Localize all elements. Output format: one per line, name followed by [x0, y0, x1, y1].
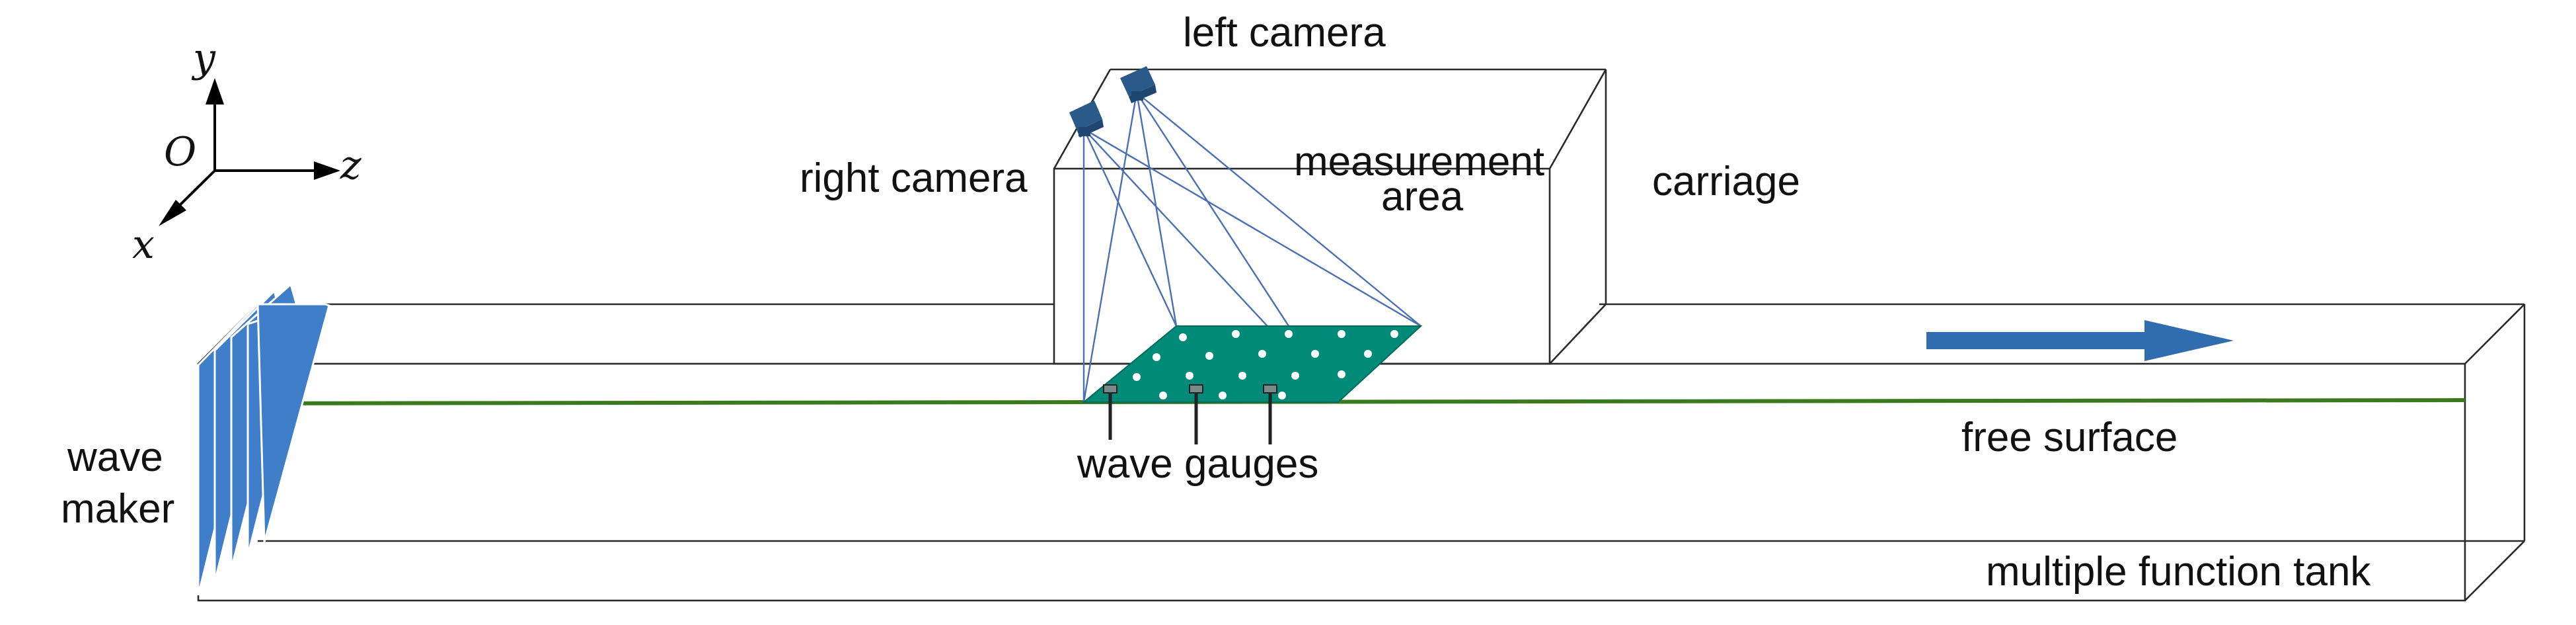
wave-maker [197, 282, 330, 596]
carriage-box [1053, 68, 1607, 365]
free-surface-label: free surface [1961, 415, 2178, 460]
right-camera-icon [1069, 101, 1104, 138]
axis-x-label: x [132, 222, 155, 268]
left-camera-icon [1120, 66, 1156, 103]
axis-z-label: z [340, 142, 361, 188]
measurement-area-label-line1: measurement [1294, 139, 1544, 185]
wave-maker-label-line1: wave [67, 435, 163, 480]
wave-gauges-label: wave gauges [1077, 441, 1318, 487]
carriage-label: carriage [1652, 159, 1800, 204]
flow-direction-arrow [1926, 320, 2234, 361]
axis-origin-label: O [164, 129, 196, 175]
left-camera-label: left camera [1183, 10, 1386, 56]
coordinate-axes: y O z x [132, 35, 361, 268]
axis-y-label: y [191, 35, 216, 81]
right-camera-label: right camera [800, 155, 1028, 201]
wave-gauges [1103, 384, 1277, 444]
measurement-area-label-line2: area [1381, 174, 1464, 220]
tank-label: multiple function tank [1986, 549, 2371, 595]
wave-maker-label-line2: maker [61, 486, 174, 532]
measurement-area-plate [1082, 325, 1423, 403]
